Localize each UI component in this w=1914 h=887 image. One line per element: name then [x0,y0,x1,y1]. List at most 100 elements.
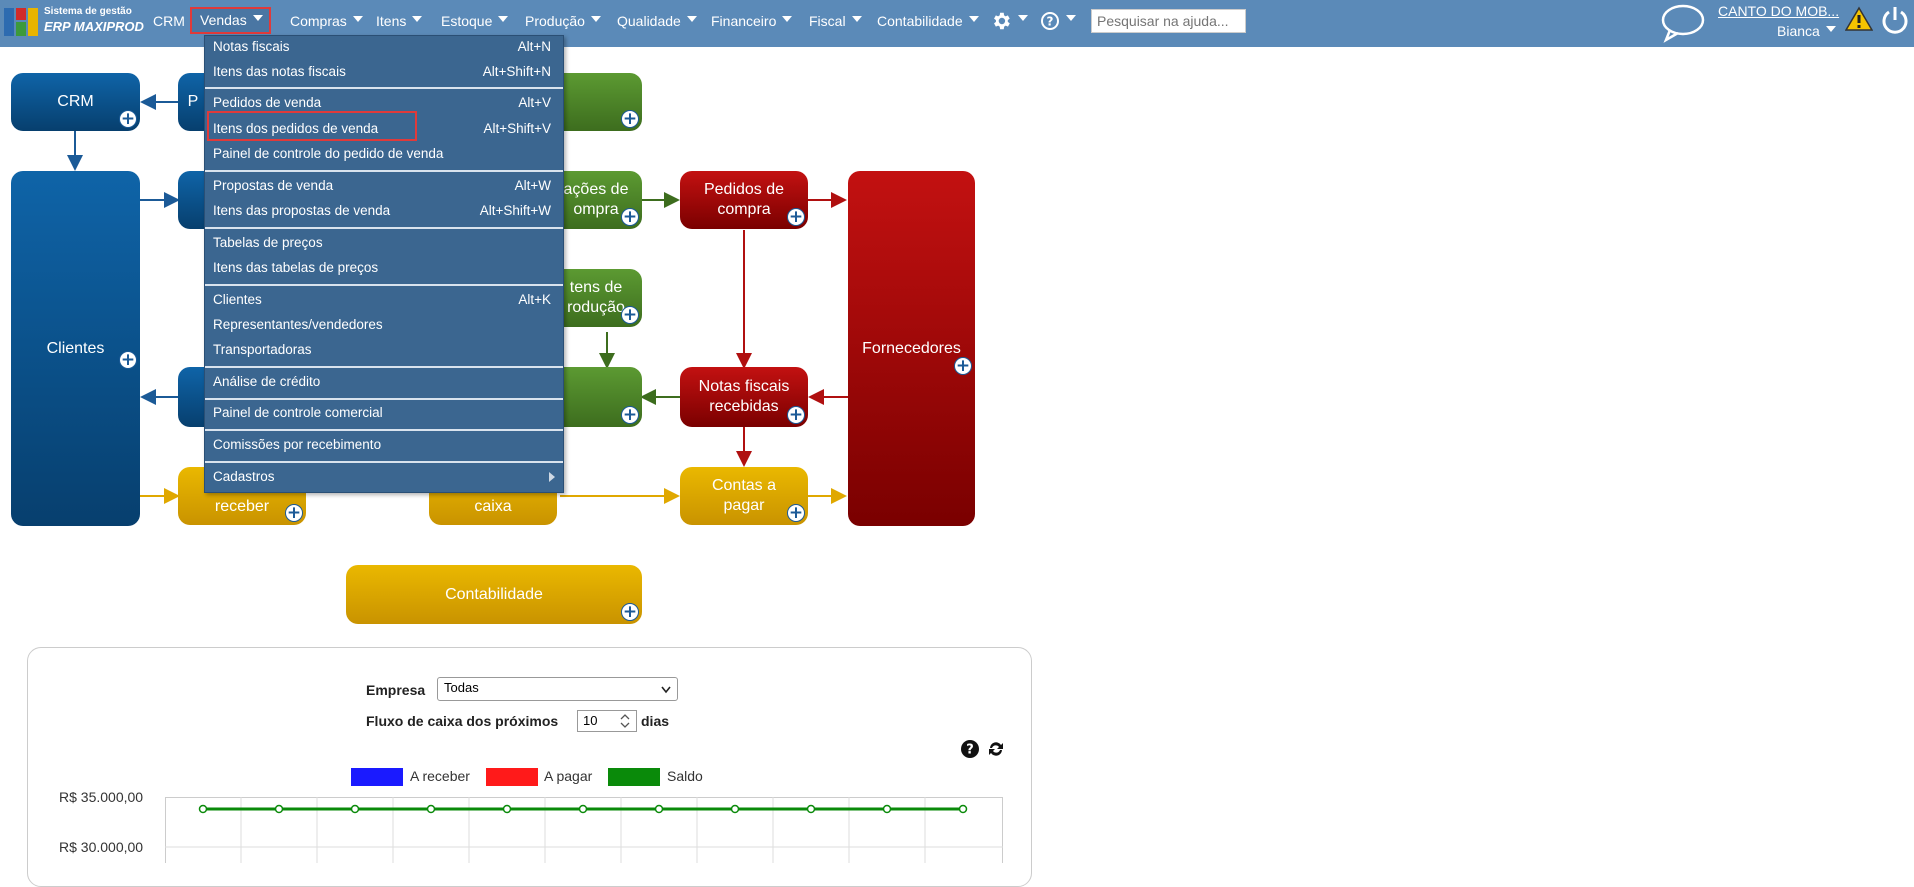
plus-icon[interactable]: + [119,350,137,370]
flow-box-label: Fornecedores [862,339,961,357]
plus-icon[interactable]: + [787,405,805,425]
data-point[interactable] [882,804,892,814]
dropdown-item-itens-tabelas-precos[interactable]: Itens das tabelas de preços [213,260,379,275]
legend-swatch-saldo [608,768,660,786]
plus-icon[interactable]: + [787,207,805,227]
chevron-down-icon [686,16,697,23]
company-link[interactable]: CANTO DO MOB... [1718,3,1840,19]
plus-icon[interactable]: + [119,109,137,129]
flow-box-label: Contabilidade [445,585,543,603]
plus-icon[interactable]: + [285,503,303,523]
plot-area [165,797,1003,863]
dropdown-item-tabelas-precos[interactable]: Tabelas de preços [213,235,323,250]
plus-icon[interactable]: + [621,602,639,622]
dropdown-item-analise-credito[interactable]: Análise de crédito [213,374,321,389]
flow-box-label: CRM [57,93,94,110]
settings-menu[interactable] [990,9,1028,31]
menu-financeiro[interactable]: Financeiro [711,10,793,32]
menu-estoque[interactable]: Estoque [441,10,509,32]
menu-compras[interactable]: Compras [290,10,363,32]
plus-icon[interactable]: + [787,503,805,523]
flow-box-label: Pedidos de compra [703,181,785,218]
warning-icon[interactable] [1845,6,1873,32]
days-value: 10 [583,713,598,728]
user-menu[interactable]: Bianca [1777,23,1836,39]
help-menu[interactable]: ? [1040,9,1076,31]
stepper-arrows-icon[interactable] [620,713,630,729]
dropdown-item-cadastros[interactable]: Cadastros [205,466,563,488]
flow-box-clientes[interactable]: Clientes + [11,171,140,526]
dropdown-item-painel-comercial[interactable]: Painel de controle comercial [213,405,383,420]
dropdown-separator [205,227,563,229]
plus-icon[interactable]: + [954,356,972,376]
dropdown-item-painel-pedido-venda[interactable]: Painel de controle do pedido de venda [213,146,444,161]
data-point[interactable] [426,804,436,814]
flow-box-fornecedores[interactable]: Fornecedores + [848,171,975,526]
dropdown-separator [205,366,563,368]
power-icon[interactable] [1880,4,1910,36]
legend-label-pagar: A pagar [544,768,593,784]
plus-icon[interactable]: + [621,109,639,129]
menu-vendas[interactable]: Vendas [190,7,271,34]
logo-line2: ERP MAXIPROD [44,19,144,34]
days-stepper[interactable]: 10 [577,710,637,732]
flow-box-itens-producao[interactable]: tens de rodução + [564,269,642,327]
flow-box-label: receber [214,498,270,515]
chevron-down-icon [1018,15,1028,22]
flow-box-green-top[interactable]: + [564,73,642,131]
flow-box-solicitacoes-compra[interactable]: ações de ompra + [564,171,642,229]
dropdown-item-comissoes[interactable]: Comissões por recebimento [213,437,382,452]
data-point[interactable] [654,804,664,814]
menu-producao[interactable]: Produção [525,10,601,32]
data-point[interactable] [730,804,740,814]
dropdown-item-representantes[interactable]: Representantes/vendedores [213,317,383,332]
data-point[interactable] [502,804,512,814]
help-search-input[interactable] [1091,9,1246,33]
plus-icon[interactable]: + [621,405,639,425]
data-point[interactable] [350,804,360,814]
menu-fiscal[interactable]: Fiscal [809,10,862,32]
flow-box-notas-recebidas[interactable]: Notas fiscais recebidas + [680,367,808,427]
dropdown-separator [205,87,563,89]
flow-box-contas-pagar[interactable]: Contas a pagar + [680,467,808,525]
help-icon[interactable]: ? [960,739,980,759]
flow-box-label: ações de ompra [563,181,629,218]
flow-box-crm[interactable]: CRM + [11,73,140,131]
data-point[interactable] [198,804,208,814]
flow-box-partial-blue-top[interactable]: P [178,73,208,131]
chevron-down-icon [968,16,979,23]
chat-bubble-icon[interactable] [1660,3,1706,43]
chevron-down-icon [412,16,423,23]
data-point[interactable] [274,804,284,814]
empresa-select[interactable]: Todas [437,677,678,701]
chevron-down-icon [590,16,601,23]
data-point[interactable] [806,804,816,814]
plus-icon[interactable]: + [621,207,639,227]
flow-box-pedidos-compra[interactable]: Pedidos de compra + [680,171,808,229]
data-point[interactable] [958,804,968,814]
menu-qualidade[interactable]: Qualidade [617,10,697,32]
flow-box-partial-blue-mid[interactable] [178,171,208,229]
data-point[interactable] [578,804,588,814]
menu-contabilidade[interactable]: Contabilidade [877,10,979,32]
legend-swatch-receber [351,768,403,786]
empresa-select-value: Todas [444,680,479,695]
flow-box-contabilidade[interactable]: Contabilidade + [346,565,642,624]
erp-logo[interactable]: Sistema de gestão ERP MAXIPROD [0,2,150,44]
flow-box-partial-blue-low[interactable] [178,367,208,427]
flow-box-green-low[interactable]: + [564,367,642,427]
flow-box-label: Contas a pagar [711,477,777,514]
flow-box-label: Notas fiscais recebidas [698,378,790,415]
plus-icon[interactable]: + [621,305,639,325]
refresh-icon[interactable] [986,739,1006,759]
chevron-right-icon [549,472,555,482]
dropdown-item-transportadoras[interactable]: Transportadoras [213,342,312,357]
menu-itens[interactable]: Itens [376,10,423,32]
